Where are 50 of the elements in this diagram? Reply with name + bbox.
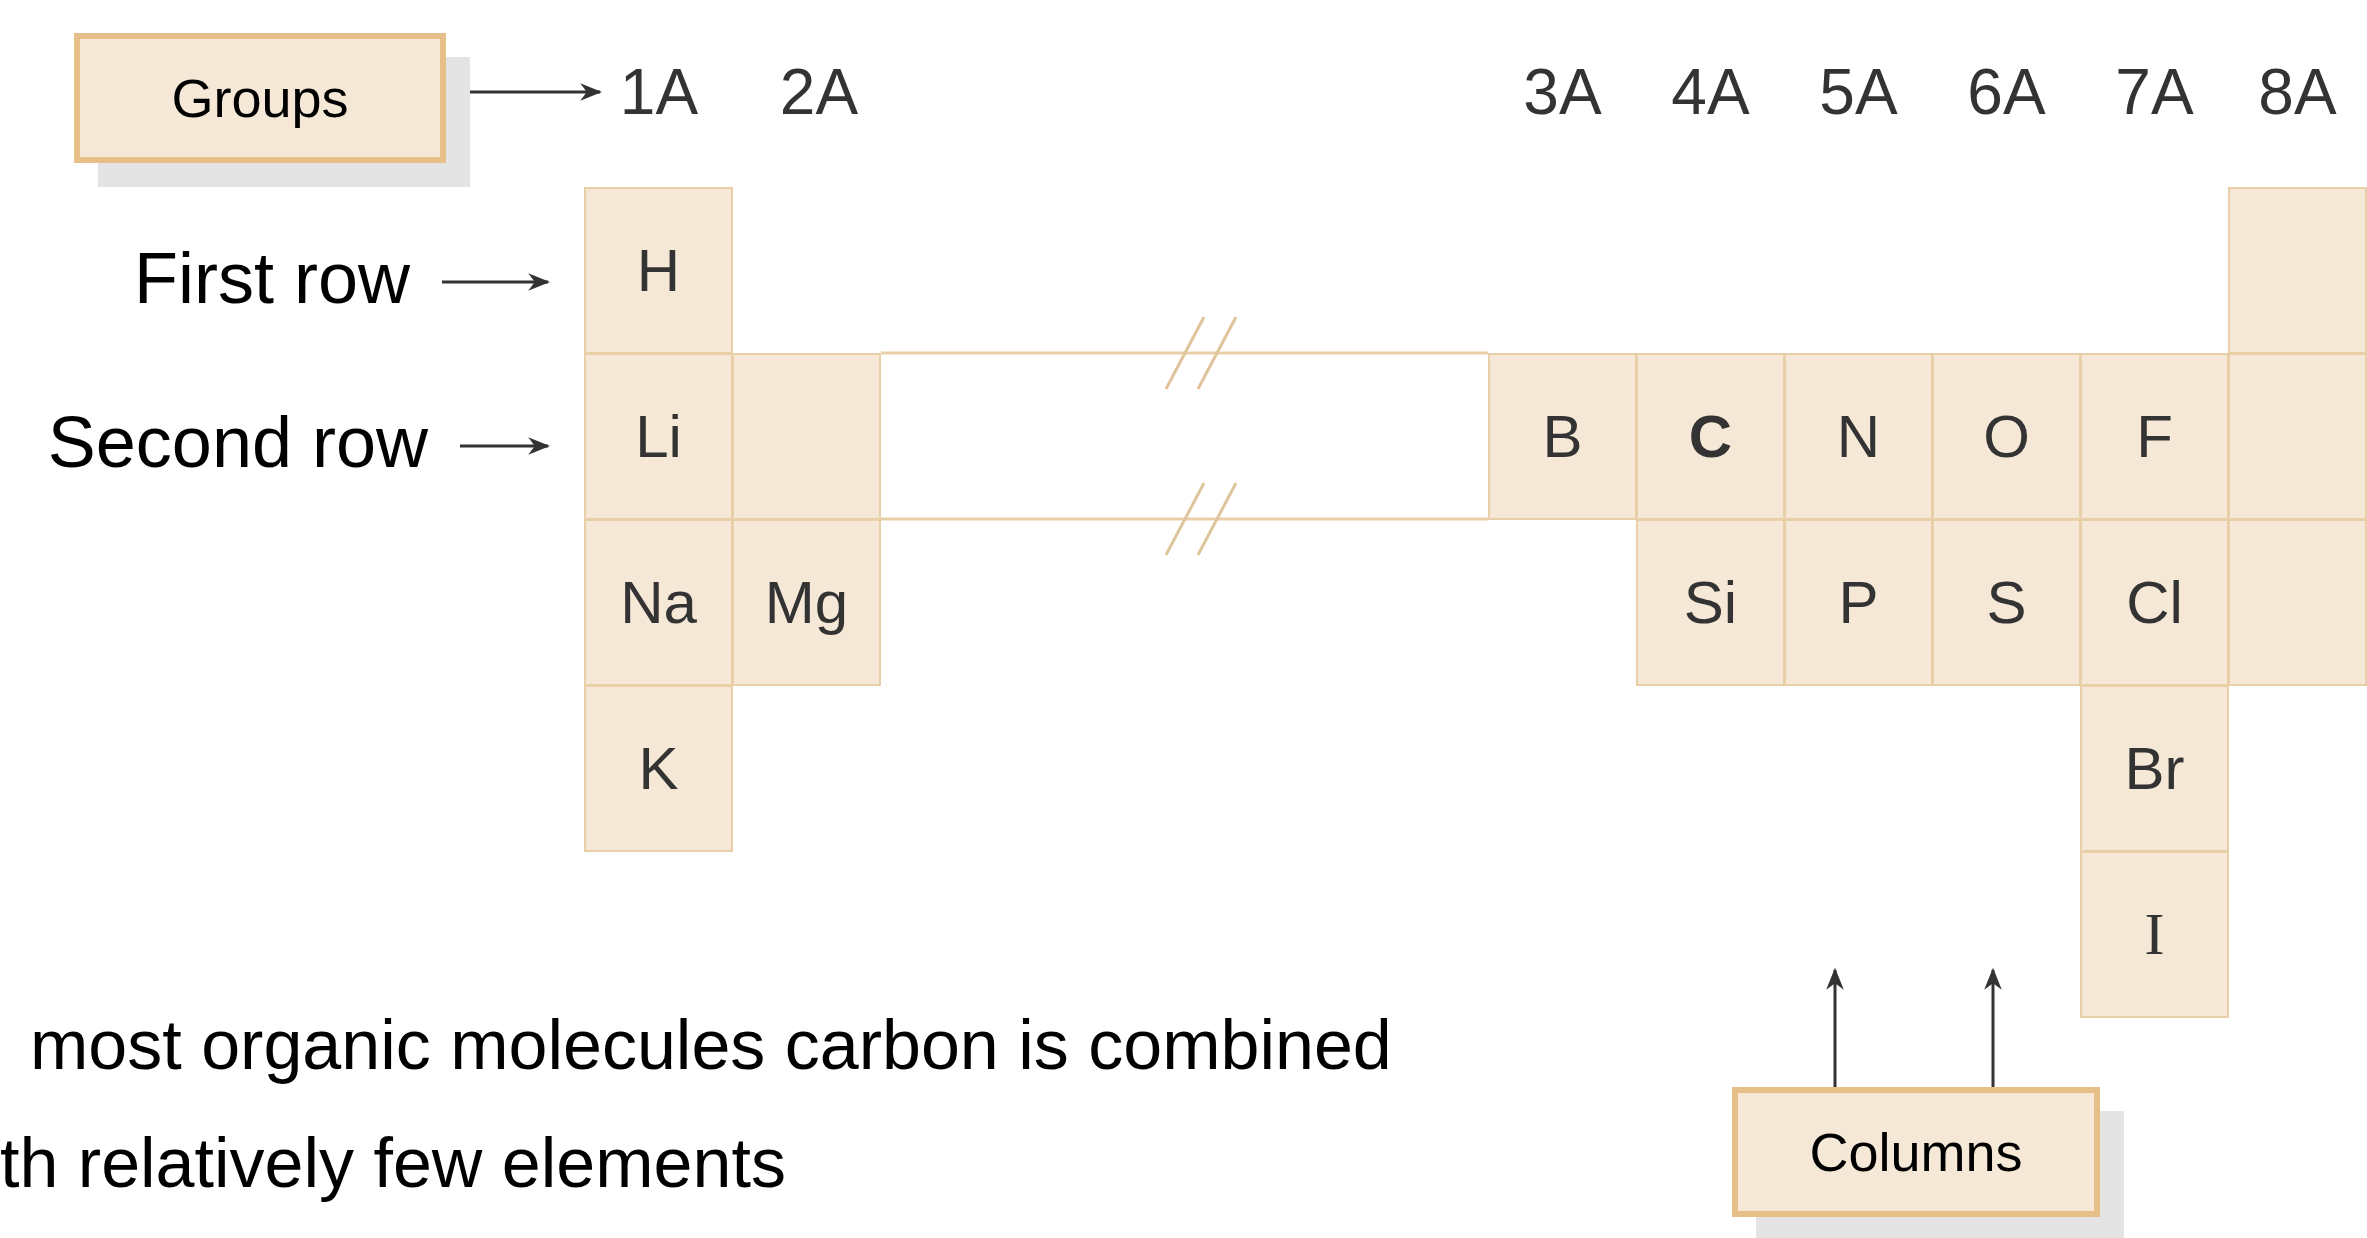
element-cell [1932,519,2081,686]
caption-text: th relatively few elements [0,1123,786,1204]
element-symbol: H [636,236,681,305]
element-symbol: Si [1683,568,1738,637]
callout-text: Groups [171,67,349,129]
element-symbol: Na [620,568,697,637]
element-symbol: B [1542,402,1583,471]
group-label: 8A [2257,55,2338,130]
element-symbol: I [2144,900,2165,969]
group-label: 5A [1818,55,1899,130]
element-cell [2080,519,2229,686]
element-symbol: N [1836,402,1881,471]
group-label: 6A [1966,55,2047,130]
element-symbol: C [1688,402,1733,471]
element-symbol: K [638,734,679,803]
arrow [1984,967,2002,1087]
element-symbol: Mg [764,568,849,637]
element-cell [2080,851,2229,1018]
element-symbol: P [1838,568,1879,637]
group-label: 4A [1670,55,1751,130]
element-cell [584,353,733,520]
element-cell [1488,353,1637,520]
element-cell [584,519,733,686]
element-cell [584,187,733,354]
element-symbol: Cl [2126,568,2183,637]
arrow [1826,967,1844,1087]
group-label: 1A [619,55,699,129]
element-cell [584,685,733,852]
element-cell [2080,685,2229,852]
element-cell [1932,353,2081,520]
element-symbol: F [2136,402,2173,471]
element-symbol: Br [2124,734,2185,803]
group-label: 3A [1522,55,1603,130]
caption-text: most organic molecules carbon is combined [30,1005,1392,1086]
element-symbol: S [1986,568,2027,637]
arrow [442,273,551,291]
callout-text: Columns [1809,1121,2023,1183]
element-cell [1784,519,1933,686]
element-cell [1784,353,1933,520]
arrow [460,437,551,455]
element-symbol: Li [635,402,682,471]
element-cell [1636,353,1785,520]
row-label: Second row [47,401,428,483]
element-cell [732,519,881,686]
element-cell [1636,519,1785,686]
element-cell [2080,353,2229,520]
row-label: First row [134,237,410,319]
element-symbol: O [1983,402,2030,471]
group-label: 2A [778,55,860,130]
group-label: 7A [2114,55,2195,130]
